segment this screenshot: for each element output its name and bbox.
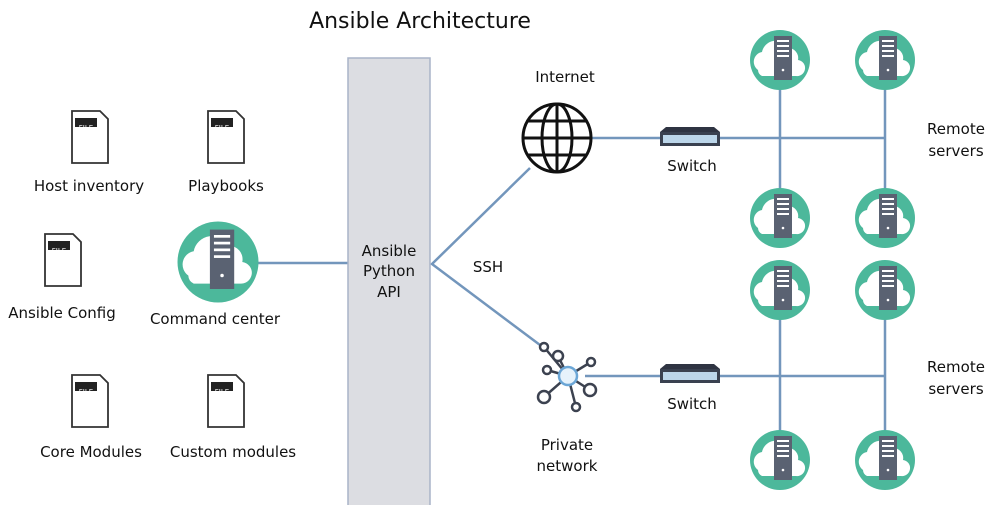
api-label-line1: Ansible: [362, 242, 417, 260]
remote-server-icon: [855, 188, 915, 248]
remote-server-icon: [750, 430, 810, 490]
remote-server-icon: [750, 30, 810, 90]
ansible-python-api-box: [347, 57, 431, 505]
remote-server-icon: [855, 30, 915, 90]
globe-icon: [521, 102, 593, 174]
ssh-label: SSH: [473, 258, 503, 276]
private-network-label-line1: Private: [541, 436, 593, 454]
playbooks-label: Playbooks: [188, 177, 264, 195]
switch-bottom-label: Switch: [667, 395, 717, 413]
host-inventory-label: Host inventory: [34, 177, 144, 195]
remote-server-icon: [750, 260, 810, 320]
api-label-line2: Python: [363, 262, 415, 280]
file-tag: FILE: [215, 388, 229, 396]
file-tag: FILE: [52, 247, 66, 255]
switch-icon: [660, 127, 720, 146]
core-modules-label: Core Modules: [40, 443, 142, 461]
remote-server-icon: [855, 260, 915, 320]
file-icon: [44, 233, 82, 287]
remote-servers-bottom-line2: servers: [928, 380, 983, 398]
file-tag: FILE: [215, 124, 229, 132]
file-icon: [207, 110, 245, 164]
custom-modules-label: Custom modules: [170, 443, 296, 461]
ansible-config-label: Ansible Config: [8, 304, 116, 322]
remote-server-icon: [855, 430, 915, 490]
private-network-label-line2: network: [537, 457, 598, 475]
switch-icon: [660, 364, 720, 383]
command-center-label: Command center: [150, 310, 281, 328]
remote-server-icon: [750, 188, 810, 248]
remote-servers-top-line2: servers: [928, 142, 983, 160]
switch-top-label: Switch: [667, 157, 717, 175]
file-icon: [71, 374, 109, 428]
remote-servers-bottom-line1: Remote: [927, 358, 985, 376]
private-network-icon: [536, 341, 598, 413]
file-tag: FILE: [79, 124, 93, 132]
file-icon: [207, 374, 245, 428]
remote-servers-top-line1: Remote: [927, 120, 985, 138]
diagram-title: Ansible Architecture: [309, 9, 531, 34]
file-tag: FILE: [79, 388, 93, 396]
file-icon: [71, 110, 109, 164]
api-label-line3: API: [377, 283, 401, 301]
command-center-server-icon: [177, 221, 259, 303]
internet-label: Internet: [535, 68, 595, 86]
